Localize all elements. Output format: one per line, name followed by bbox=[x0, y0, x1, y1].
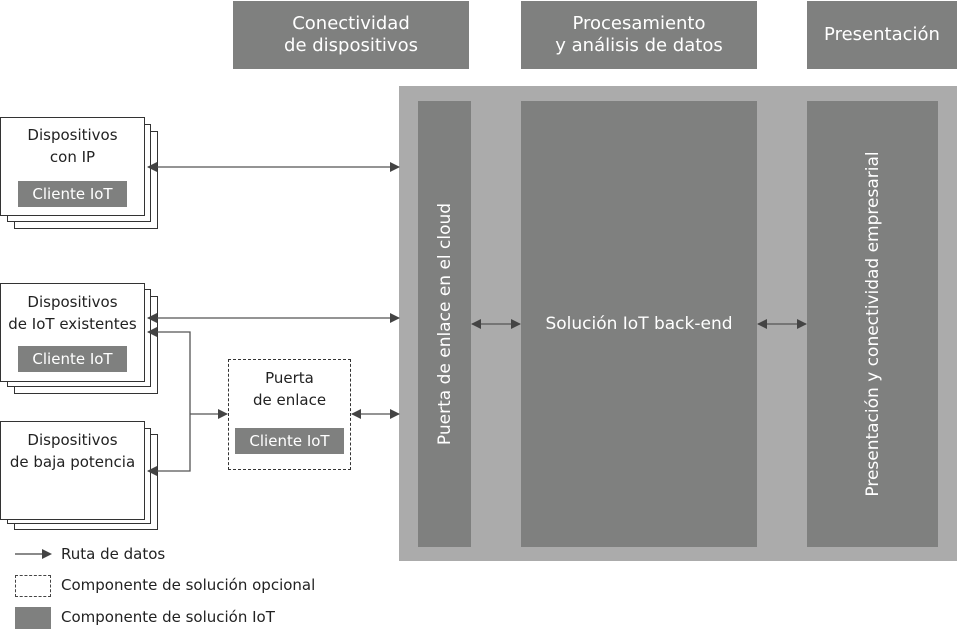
header-processing-analytics: Procesamiento y análisis de datos bbox=[521, 1, 757, 69]
existing-devices-client-badge: Cliente IoT bbox=[18, 346, 127, 372]
header-presentation: Presentación bbox=[807, 1, 957, 69]
arrow-icon bbox=[15, 549, 52, 559]
field-gateway-title: Puerta de enlace bbox=[252, 369, 327, 409]
iot-backend-label: Solución IoT back-end bbox=[545, 314, 733, 334]
legend: Ruta de datos Componente de solución opc… bbox=[14, 543, 394, 631]
legend-optional-component-label: Componente de solución opcional bbox=[61, 576, 316, 594]
ip-devices-card: Dispositivos con IP Cliente IoT bbox=[0, 117, 145, 216]
ip-devices-client-badge: Cliente IoT bbox=[18, 181, 127, 207]
presentation-business-connectivity: Presentación y conectividad empresarial bbox=[807, 101, 938, 547]
field-gateway-client-badge: Cliente IoT bbox=[235, 428, 344, 454]
ip-devices-title: Dispositivos con IP bbox=[27, 126, 118, 166]
header-device-connectivity: Conectividad de dispositivos bbox=[233, 1, 469, 69]
iot-backend: Solución IoT back-end bbox=[521, 101, 757, 547]
low-power-devices-card: Dispositivos de baja potencia bbox=[0, 421, 145, 520]
low-power-devices-title: Dispositivos de baja potencia bbox=[9, 431, 136, 471]
field-gateway: Puerta de enlace Cliente IoT bbox=[228, 359, 351, 470]
legend-data-path-label: Ruta de datos bbox=[61, 545, 166, 563]
existing-devices-card: Dispositivos de IoT existentes Cliente I… bbox=[0, 283, 145, 382]
presentation-label: Presentación y conectividad empresarial bbox=[862, 151, 883, 497]
cloud-gateway: Puerta de enlace en el cloud bbox=[418, 101, 471, 547]
legend-iot-component-label: Componente de solución IoT bbox=[61, 608, 275, 626]
existing-devices-title: Dispositivos de IoT existentes bbox=[8, 293, 137, 333]
dashed-box-icon bbox=[15, 575, 51, 597]
solid-box-icon bbox=[15, 607, 51, 629]
cloud-gateway-label: Puerta de enlace en el cloud bbox=[434, 202, 455, 446]
